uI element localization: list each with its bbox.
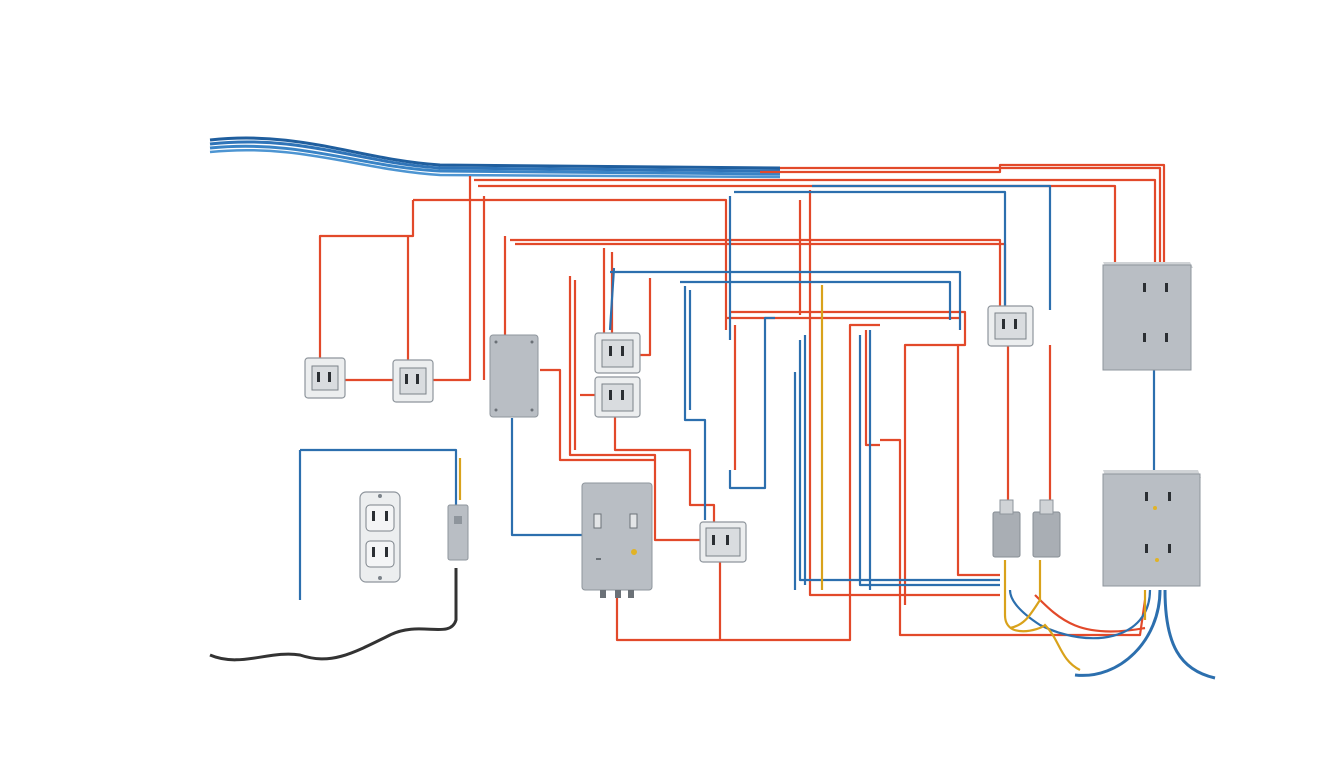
outlet-mid-top: [594, 332, 641, 374]
outlet-left-2: [392, 359, 434, 403]
junction-box: [489, 334, 539, 418]
outlet-right-small: [987, 305, 1034, 347]
gfci-duplex-outlet: [359, 491, 401, 583]
switch-1: [992, 499, 1021, 558]
double-outlet-top: [1102, 262, 1193, 371]
outlet-center: [699, 521, 747, 563]
neutral-wires: [298, 184, 1216, 680]
double-outlet-bottom: [1102, 470, 1201, 587]
black-cable: [209, 568, 458, 662]
inline-cable-connector: [447, 504, 469, 561]
outlet-mid-bottom: [594, 376, 641, 418]
feed-cable-bundle: [209, 136, 781, 179]
hot-wires: [318, 163, 1166, 642]
switch-2: [1032, 499, 1061, 558]
ground-wires: [458, 285, 1147, 671]
panel-box: [581, 482, 653, 598]
outlet-left-1: [304, 357, 346, 399]
